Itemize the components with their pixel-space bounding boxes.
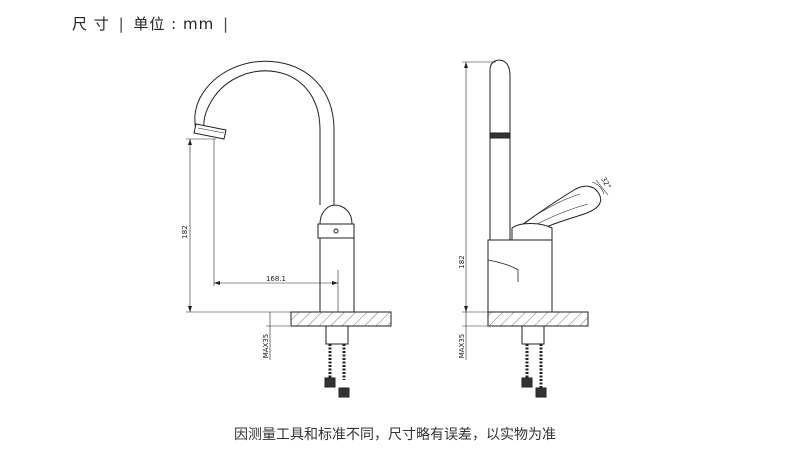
front-nut-right [338, 387, 350, 398]
front-body [319, 237, 355, 313]
side-view [462, 59, 609, 398]
header-title: 尺 寸 [72, 15, 110, 33]
side-shank [521, 325, 545, 345]
side-height-dim-label: 182 [458, 255, 466, 268]
front-aerator [193, 123, 227, 140]
front-shank [325, 325, 349, 345]
side-nut-right [535, 387, 547, 398]
front-deck [290, 311, 392, 327]
front-spout-outer [203, 70, 321, 205]
side-deck [487, 311, 589, 327]
front-spout-inner [194, 60, 335, 205]
side-spout [489, 59, 511, 240]
front-reach-dim-label: 168.1 [266, 275, 286, 283]
side-nut-left [521, 377, 533, 388]
header-separator-right: | [223, 15, 230, 33]
side-max-thickness-label: MAX35 [458, 334, 466, 359]
front-handle-cap [319, 204, 353, 225]
measurement-disclaimer: 因测量工具和标准不同，尺寸略有误差，以实物为准 [234, 427, 556, 443]
side-body [487, 239, 553, 313]
front-collar [317, 223, 355, 239]
header-separator-left: | [118, 15, 125, 33]
front-view [186, 60, 392, 398]
side-aerator [489, 132, 511, 139]
dimension-header: 尺 寸 | 单位 : mm | [72, 13, 232, 34]
header-unit-label: 单位 : mm [133, 15, 215, 33]
side-handle-base [511, 223, 553, 241]
front-height-dim-label: 182 [181, 225, 189, 238]
front-max-thickness-label: MAX35 [262, 334, 270, 359]
front-nut-left [324, 377, 336, 388]
